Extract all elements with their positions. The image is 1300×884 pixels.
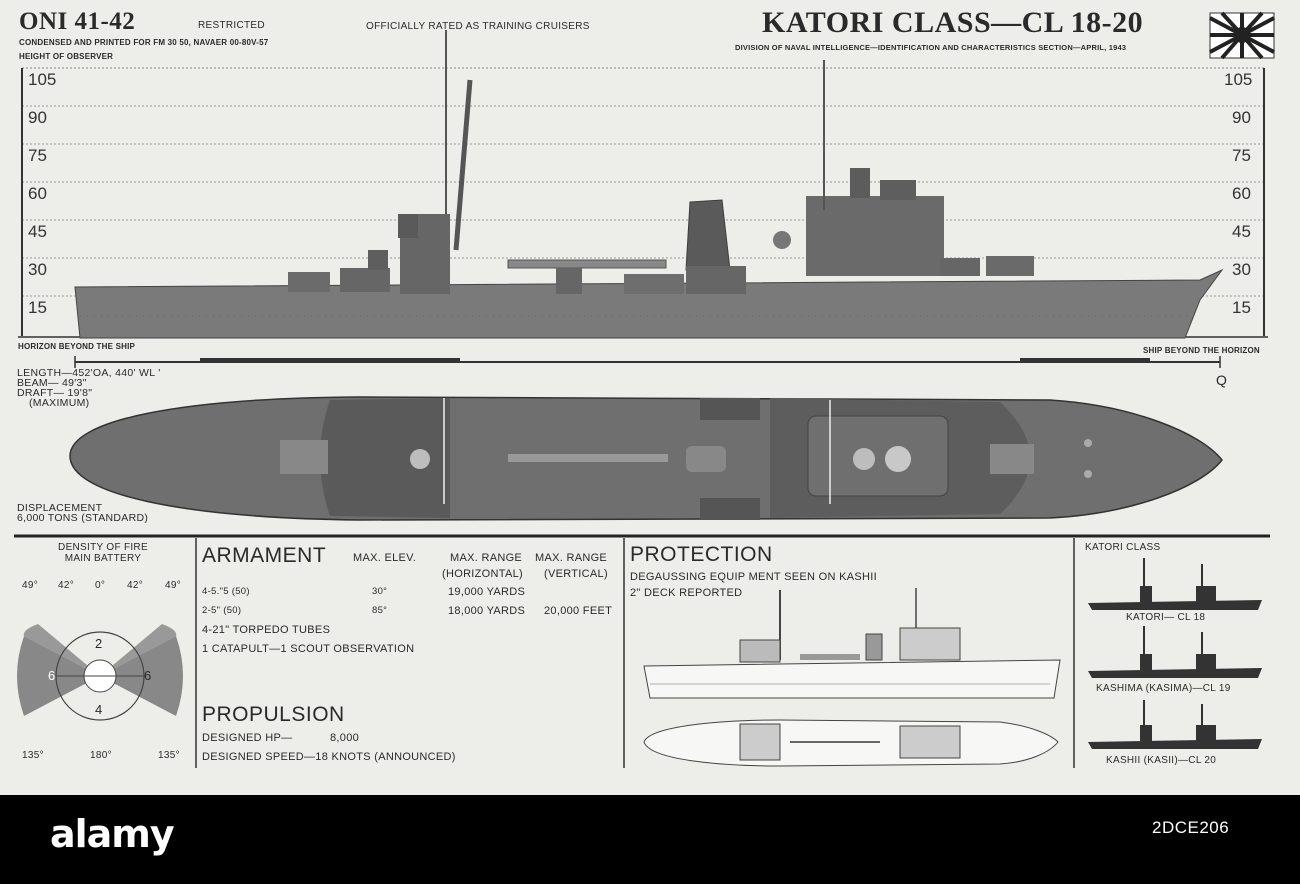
- displacement-label: DISPLACEMENT: [17, 502, 103, 514]
- gun-row-1-name: 4-5."5 (50): [202, 586, 250, 597]
- sector-6-right: 6: [144, 668, 152, 683]
- gun-row-2-name: 2-5" (50): [202, 605, 242, 616]
- height-tick-right-30: 30: [1232, 260, 1251, 279]
- angle-49-left: 49°: [22, 580, 39, 591]
- torpedo-tubes: 4-21" TORPEDO TUBES: [202, 624, 331, 636]
- watermark-bar: [0, 795, 1300, 884]
- ship-side-profile: [74, 30, 1224, 339]
- ship-katori: KATORI— CL 18: [1126, 612, 1206, 623]
- height-tick-right-15: 15: [1232, 298, 1251, 317]
- draft-dimension: DRAFT— 19'8": [17, 387, 93, 399]
- designed-hp-value: 8,000: [330, 732, 360, 744]
- section-dividers: [14, 534, 1270, 768]
- height-tick-right-60: 60: [1232, 184, 1251, 203]
- density-of-fire-title: DENSITY OF FIRE MAIN BATTERY: [26, 542, 180, 564]
- angle-135-right: 135°: [158, 750, 180, 761]
- armament-col-range-v-sub: (VERTICAL): [544, 568, 608, 580]
- catapult-line: 1 CATAPULT—1 SCOUT OBSERVATION: [202, 643, 415, 655]
- height-tick-right-105: 105: [1224, 70, 1253, 89]
- designed-hp-label: DESIGNED HP—: [202, 732, 293, 744]
- armament-col-range-v: MAX. RANGE: [535, 552, 608, 564]
- classification: RESTRICTED: [198, 20, 265, 31]
- sector-4: 4: [95, 702, 103, 717]
- height-tick-right-90: 90: [1232, 108, 1251, 127]
- ship-kashima: KASHIMA (KASIMA)—CL 19: [1096, 683, 1231, 694]
- angle-0: 0°: [95, 580, 106, 591]
- displacement-block: DISPLACEMENT 6,000 TONS (STANDARD): [17, 502, 149, 524]
- gun-row-2-elev: 85°: [372, 605, 388, 616]
- height-tick-right-75: 75: [1232, 146, 1251, 165]
- horizon-right-label: SHIP BEYOND THE HORIZON: [1143, 346, 1260, 355]
- density-of-fire-diagram: [17, 624, 183, 721]
- source-line: DIVISION OF NAVAL INTELLIGENCE—IDENTIFIC…: [735, 43, 1127, 52]
- deck-line: 2" DECK REPORTED: [630, 587, 743, 599]
- height-tick-60: 60: [28, 184, 47, 203]
- horizon-left-label: HORIZON BEYOND THE SHIP: [18, 342, 136, 351]
- class-silhouettes: [1088, 558, 1262, 749]
- class-list-heading: KATORI CLASS: [1085, 542, 1161, 553]
- height-tick-15: 15: [28, 298, 47, 317]
- angle-42-left: 42°: [58, 580, 75, 591]
- density-title-line1: DENSITY OF FIRE: [58, 542, 148, 553]
- protection-heading: PROTECTION: [630, 543, 773, 566]
- scale-end-mark: Q: [1216, 372, 1228, 388]
- ship-kashii: KASHII (KASII)—CL 20: [1106, 755, 1217, 766]
- height-tick-30: 30: [28, 260, 47, 279]
- dimensions-block: LENGTH—452'OA, 440' WL ' BEAM— 49'3" DRA…: [17, 367, 161, 409]
- sector-2: 2: [95, 636, 103, 651]
- angle-49-right: 49°: [165, 580, 182, 591]
- length-dimension: LENGTH—452'OA, 440' WL ': [17, 367, 161, 379]
- height-tick-45: 45: [28, 222, 47, 241]
- height-tick-75: 75: [28, 146, 47, 165]
- armament-col-range-h-sub: (HORIZONTAL): [442, 568, 524, 580]
- armament-col-range-h: MAX. RANGE: [450, 552, 523, 564]
- angle-42-right: 42°: [127, 580, 144, 591]
- height-tick-90: 90: [28, 108, 47, 127]
- draft-note: (MAXIMUM): [29, 397, 90, 409]
- gun-row-2-range-v: 20,000 FEET: [544, 605, 613, 617]
- angle-180: 180°: [90, 750, 112, 761]
- beam-dimension: BEAM— 49'3": [17, 377, 87, 389]
- height-tick-105: 105: [28, 70, 57, 89]
- height-label: HEIGHT OF OBSERVER: [19, 52, 114, 61]
- protection-small-profile: [643, 588, 1061, 767]
- image-code: 2DCE206: [1152, 818, 1230, 837]
- document-number: ONI 41-42: [19, 8, 136, 35]
- rising-sun-flag: [1209, 11, 1275, 60]
- horizon-scale: [74, 356, 1221, 368]
- degaussing-line: DEGAUSSING EQUIP MENT SEEN ON KASHII: [630, 571, 877, 583]
- gun-row-1-range: 19,000 YARDS: [448, 586, 526, 598]
- printing-note: CONDENSED AND PRINTED FOR FM 30 50, NAVA…: [19, 38, 269, 47]
- designed-speed: DESIGNED SPEED—18 KNOTS (ANNOUNCED): [202, 751, 456, 763]
- density-title-line2: MAIN BATTERY: [64, 553, 142, 564]
- ship-plan-view: [69, 396, 1223, 521]
- armament-heading: ARMAMENT: [202, 544, 327, 567]
- gun-row-1-elev: 30°: [372, 586, 388, 597]
- rating-note: OFFICIALLY RATED AS TRAINING CRUISERS: [366, 21, 590, 32]
- sector-6-left: 6: [48, 668, 56, 683]
- brand-logo: alamy: [50, 812, 175, 856]
- gun-row-2-range: 18,000 YARDS: [448, 605, 526, 617]
- class-title: KATORI CLASS—CL 18-20: [762, 6, 1144, 39]
- angle-135-left: 135°: [22, 750, 44, 761]
- height-tick-right-45: 45: [1232, 222, 1251, 241]
- displacement-value: 6,000 TONS (STANDARD): [17, 512, 149, 524]
- armament-col-elev: MAX. ELEV.: [353, 552, 417, 564]
- sheet-drawings: [14, 11, 1275, 768]
- recognition-sheet: ONI 41-42 RESTRICTED CONDENSED AND PRINT…: [0, 0, 1300, 795]
- propulsion-heading: PROPULSION: [202, 703, 345, 726]
